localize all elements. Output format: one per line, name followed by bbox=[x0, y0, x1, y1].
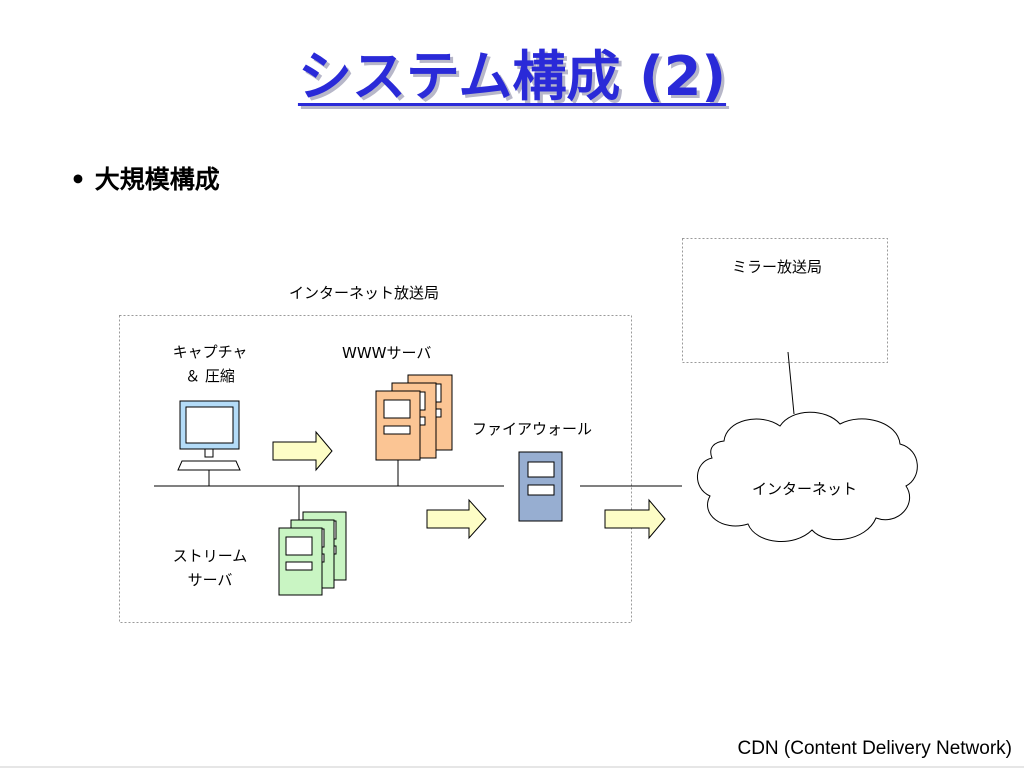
arrow-icon bbox=[272, 430, 333, 472]
arrow-icon bbox=[426, 498, 487, 540]
stream-label-line2: サーバ bbox=[187, 571, 233, 589]
stream-label-line1: ストリーム bbox=[172, 547, 248, 565]
bullet-item: • 大規模構成 bbox=[70, 165, 220, 194]
station-label: インターネット放送局 bbox=[289, 284, 440, 302]
arrow-icon bbox=[604, 498, 666, 540]
internet-label: インターネット bbox=[752, 480, 858, 498]
capture-label-line1: キャプチャ bbox=[172, 343, 248, 361]
www-label: WWWサーバ bbox=[342, 344, 432, 362]
www-server-icon bbox=[375, 374, 453, 461]
bullet-text: 大規模構成 bbox=[94, 165, 220, 194]
footer-divider bbox=[0, 766, 1024, 768]
mirror-label: ミラー放送局 bbox=[732, 258, 823, 276]
monitor-icon bbox=[177, 400, 241, 471]
stream-label: ストリーム サーバ bbox=[165, 544, 255, 592]
firewall-icon bbox=[518, 451, 563, 522]
station-box bbox=[119, 315, 632, 623]
mirror-link bbox=[787, 351, 795, 415]
capture-label-line2: ＆ 圧縮 bbox=[185, 367, 235, 385]
firewall-label: ファイアウォール bbox=[472, 420, 593, 438]
stream-server-icon bbox=[278, 511, 347, 596]
footer-note: CDN (Content Delivery Network) bbox=[737, 738, 1012, 759]
cloud-icon bbox=[697, 411, 918, 542]
capture-label: キャプチャ ＆ 圧縮 bbox=[150, 340, 270, 388]
page-title: システム構成 (2) bbox=[297, 45, 727, 108]
mirror-box bbox=[682, 238, 888, 363]
